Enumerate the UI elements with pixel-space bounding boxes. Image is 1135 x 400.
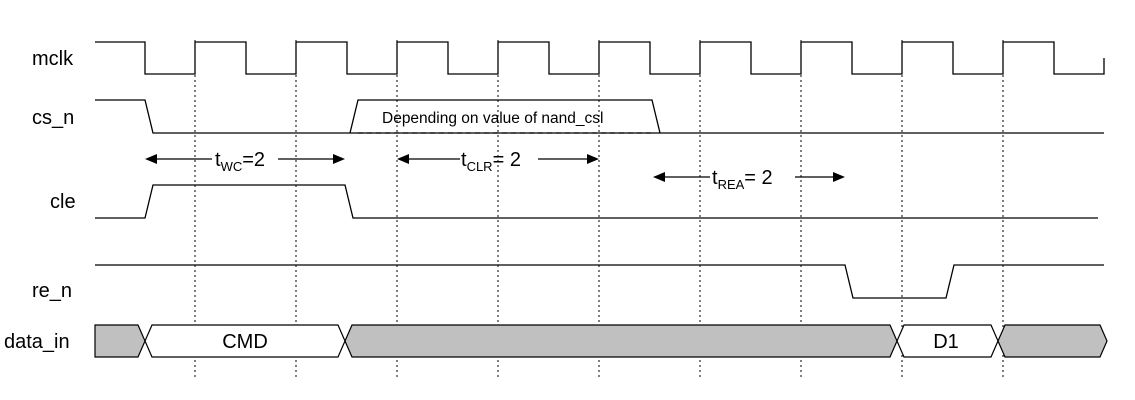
- bus-segment-cmd: [144, 324, 346, 358]
- arrowhead-left: [397, 154, 409, 164]
- bus-segment-shaded: [344, 324, 898, 358]
- arrowhead-right: [587, 154, 599, 164]
- timing-trea: tREA= 2: [653, 167, 845, 192]
- timing-label-twc: tWC=2: [215, 149, 265, 174]
- bus-label-d1: D1: [933, 331, 959, 353]
- arrowhead-right: [333, 154, 345, 164]
- timing-tclr: tCLR= 2: [397, 149, 599, 174]
- arrowhead-left: [145, 154, 157, 164]
- signal-label-cs_n: cs_n: [32, 107, 74, 129]
- bus-label-cmd: CMD: [222, 331, 268, 353]
- data_in-bus: CMD D1: [94, 324, 1108, 358]
- cs_n-optional-high: [349, 99, 661, 134]
- bus-segment-shaded: [94, 324, 146, 358]
- arrowhead-right: [833, 172, 845, 182]
- signal-label-data_in: data_in: [4, 331, 70, 353]
- timing-label-trea: tREA= 2: [712, 167, 773, 192]
- mclk-waveform: [95, 41, 1105, 75]
- bus-segment-shaded: [997, 324, 1108, 358]
- arrowhead-left: [653, 172, 665, 182]
- re_n-waveform: [95, 264, 1104, 299]
- bus-segment-d1: [896, 324, 999, 358]
- signal-label-mclk: mclk: [32, 48, 74, 70]
- timing-twc: tWC=2: [145, 149, 345, 174]
- grid-lines: [194, 40, 1004, 380]
- signal-label-cle: cle: [50, 191, 76, 213]
- cs_n-note: Depending on value of nand_csl: [382, 110, 603, 127]
- cle-waveform: [95, 184, 1098, 219]
- timing-label-tclr: tCLR= 2: [461, 149, 521, 174]
- signal-label-re_n: re_n: [32, 280, 72, 302]
